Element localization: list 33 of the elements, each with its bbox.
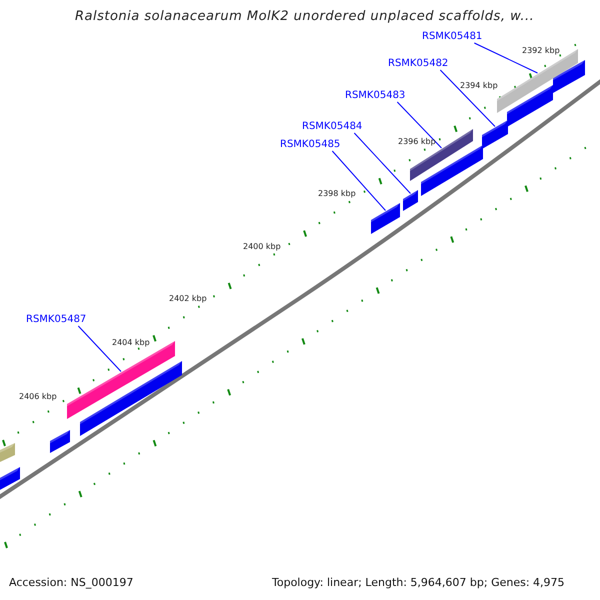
gene-feature-bar bbox=[418, 145, 483, 196]
footer-text: Topology: linear; Length: 5,964,607 bp; Genes: 4,975 bbox=[272, 576, 565, 590]
gene-feature-bar bbox=[479, 120, 508, 149]
leader-line bbox=[474, 42, 538, 74]
gene-label: RSMK05485 bbox=[280, 139, 340, 151]
gene-label: RSMK05484 bbox=[302, 121, 362, 133]
leader-line bbox=[440, 70, 496, 127]
scale-label: 2392 kbp bbox=[522, 46, 560, 56]
gene-label: RSMK05481 bbox=[422, 31, 482, 43]
gene-feature-bar bbox=[0, 443, 15, 463]
gene-feature-bar bbox=[504, 85, 553, 127]
gene-feature-bar bbox=[400, 190, 418, 211]
leader-line bbox=[354, 132, 411, 194]
scale-label: 2406 kbp bbox=[19, 392, 57, 402]
gene-label: RSMK05483 bbox=[345, 90, 406, 102]
leader-line bbox=[78, 326, 122, 372]
diagram-title: Ralstonia solanacearum MolK2 unordered unplaced scaffolds, w... bbox=[75, 9, 534, 25]
gene-label: RSMK05482 bbox=[388, 58, 448, 70]
scale-label: 2400 kbp bbox=[243, 242, 281, 252]
gene-feature-bar bbox=[47, 430, 70, 453]
scale-label: 2402 kbp bbox=[169, 294, 207, 304]
gene-feature-bar bbox=[77, 361, 182, 436]
scale-label: 2404 kbp bbox=[112, 338, 150, 348]
footer-text: Accession: NS_000197 bbox=[9, 576, 134, 590]
scale-label: 2394 kbp bbox=[460, 81, 498, 91]
leader-line bbox=[396, 102, 442, 148]
gene-feature-bar bbox=[550, 60, 585, 93]
gene-label: RSMK05487 bbox=[26, 314, 86, 326]
scale-label: 2396 kbp bbox=[398, 137, 436, 147]
leader-line bbox=[332, 150, 386, 211]
gene-feature-bar bbox=[368, 203, 400, 234]
gene-feature-bar bbox=[0, 467, 20, 491]
scale-label: 2398 kbp bbox=[318, 189, 356, 199]
